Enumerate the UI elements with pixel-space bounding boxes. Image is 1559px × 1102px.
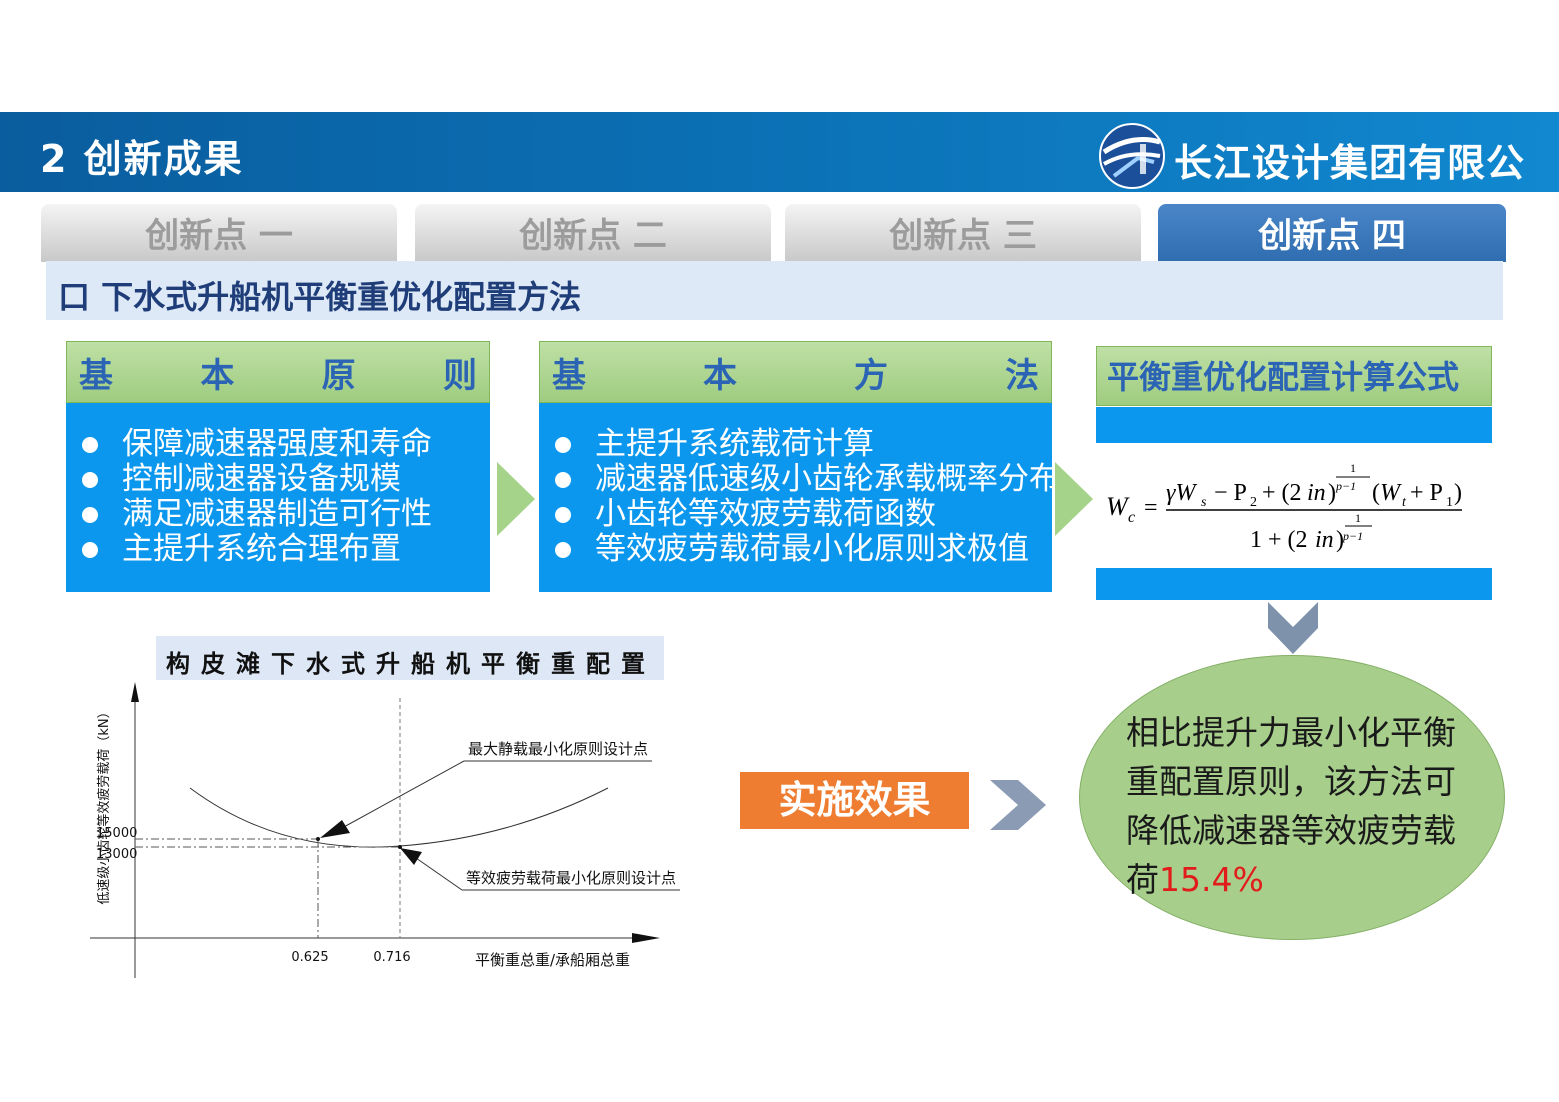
annotation-arrow-icon [320,820,350,838]
svg-text:− P: − P [1214,480,1247,506]
subtitle-band [46,261,1503,320]
x-axis-label: 平衡重总重/承船厢总重 [475,951,630,969]
section-subtitle: 口 下水式升船机平衡重优化配置方法 [58,278,582,316]
svg-text:+ (2: + (2 [1262,480,1302,506]
chevron-down-icon [1268,602,1318,658]
principles-list: 保障减速器强度和寿命 控制减速器设备规模 满足减速器制造可行性 主提升系统合理布… [66,427,490,567]
annotation-arrow-icon [400,848,422,865]
methods-title-char: 基 [552,355,586,396]
svg-text:γW: γW [1166,480,1197,506]
svg-text:1: 1 [1355,511,1361,525]
x-tick-label: 0.625 [291,950,328,965]
methods-body: 主提升系统载荷计算 减速器低速级小齿轮承载概率分布 小齿轮等效疲劳载荷函数 等效… [539,403,1060,592]
principles-title-char: 基 [79,355,113,396]
chart-title-band [156,636,664,680]
y-tick-label: 13000 [96,847,137,862]
methods-title-char: 本 [703,355,737,396]
svg-text:): ) [1454,480,1462,506]
annotation-label: 等效疲劳载荷最小化原则设计点 [466,869,676,887]
svg-text:c: c [1128,509,1135,526]
x-tick-label: 0.716 [373,950,410,965]
svg-text:t: t [1402,495,1407,510]
list-item: 保障减速器强度和寿命 [66,427,490,462]
list-item: 满足减速器制造可行性 [66,497,490,532]
svg-text:in: in [1315,527,1334,553]
y-axis-label: 低速级小齿轮等效疲劳载荷（kN） [96,705,112,904]
chart: 低速级小齿轮等效疲劳载荷（kN） 15000 13000 0.625 0.716… [80,620,682,990]
list-item: 控制减速器设备规模 [66,462,490,497]
tab-innovation-3[interactable]: 创新点 三 [785,204,1141,262]
header-bar [0,112,1559,192]
svg-text:s: s [1201,495,1207,510]
chevron-right-icon [990,780,1046,834]
svg-text:=: = [1144,495,1158,521]
formula-bottom-bar [1096,568,1492,600]
svg-text:1: 1 [1446,495,1453,510]
annotation-leader [415,857,463,891]
svg-text:(: ( [1372,480,1380,506]
methods-title-char: 方 [854,355,888,396]
svg-text:W: W [1106,492,1130,521]
list-item: 主提升系统载荷计算 [539,427,1052,462]
formula-top-bar [1096,407,1492,443]
svg-text:p−1: p−1 [1342,529,1363,543]
list-item: 主提升系统合理布置 [66,532,490,567]
principles-title-char: 本 [200,355,235,396]
principles-title-char: 原 [321,355,356,396]
principles-header: 基 本 原 则 [66,341,490,403]
principles-title-char: 则 [442,355,477,396]
effect-button[interactable]: 实施效果 [740,772,969,829]
tab-innovation-1[interactable]: 创新点 一 [41,204,397,262]
list-item: 减速器低速级小齿轮承载概率分布 [539,462,1060,497]
company-logo-icon [1098,122,1166,190]
y-tick-label: 15000 [96,826,137,841]
tab-innovation-4[interactable]: 创新点 四 [1158,204,1506,262]
chart-title: 构皮滩下水式升船机平衡重配置 [166,650,656,678]
svg-text:2: 2 [1250,495,1257,510]
arrow-right-icon [1055,462,1093,536]
annotation-leader [341,760,465,829]
svg-text:1 + (2: 1 + (2 [1250,527,1308,553]
svg-text:p−1: p−1 [1335,479,1356,493]
list-item: 小齿轮等效疲劳载荷函数 [539,497,1052,532]
methods-list: 主提升系统载荷计算 减速器低速级小齿轮承载概率分布 小齿轮等效疲劳载荷函数 等效… [539,427,1060,567]
methods-header: 基 本 方 法 [539,341,1052,403]
methods-title-char: 法 [1005,355,1039,396]
annotation-label: 最大静载最小化原则设计点 [468,740,648,758]
svg-text:in: in [1307,480,1326,506]
company-name: 长江设计集团有限公司 [1174,141,1526,240]
svg-text:): ) [1328,480,1336,506]
svg-text:): ) [1336,527,1344,553]
arrow-right-icon [497,462,535,536]
result-text: 相比提升力最小化平衡重配置原则，该方法可降低减速器等效疲劳载荷15.4% [1126,708,1471,904]
svg-text:+ P: + P [1410,480,1443,506]
x-axis-arrow-icon [632,933,660,943]
svg-text:1: 1 [1350,461,1356,475]
formula-header: 平衡重优化配置计算公式 [1096,346,1492,406]
result-percentage: 15.4% [1159,860,1264,899]
y-axis-arrow-icon [131,682,139,702]
svg-text:W: W [1380,480,1402,506]
design-point [316,837,320,841]
design-point [398,845,402,849]
principles-body: 保障减速器强度和寿命 控制减速器设备规模 满足减速器制造可行性 主提升系统合理布… [66,403,490,592]
result-ellipse [1079,655,1505,940]
result-main-text: 相比提升力最小化平衡重配置原则，该方法可降低减速器等效疲劳载荷 [1126,713,1456,899]
list-item: 等效疲劳载荷最小化原则求极值 [539,532,1052,567]
page-title: 2 创新成果 [40,137,244,181]
tab-innovation-2[interactable]: 创新点 二 [415,204,771,262]
